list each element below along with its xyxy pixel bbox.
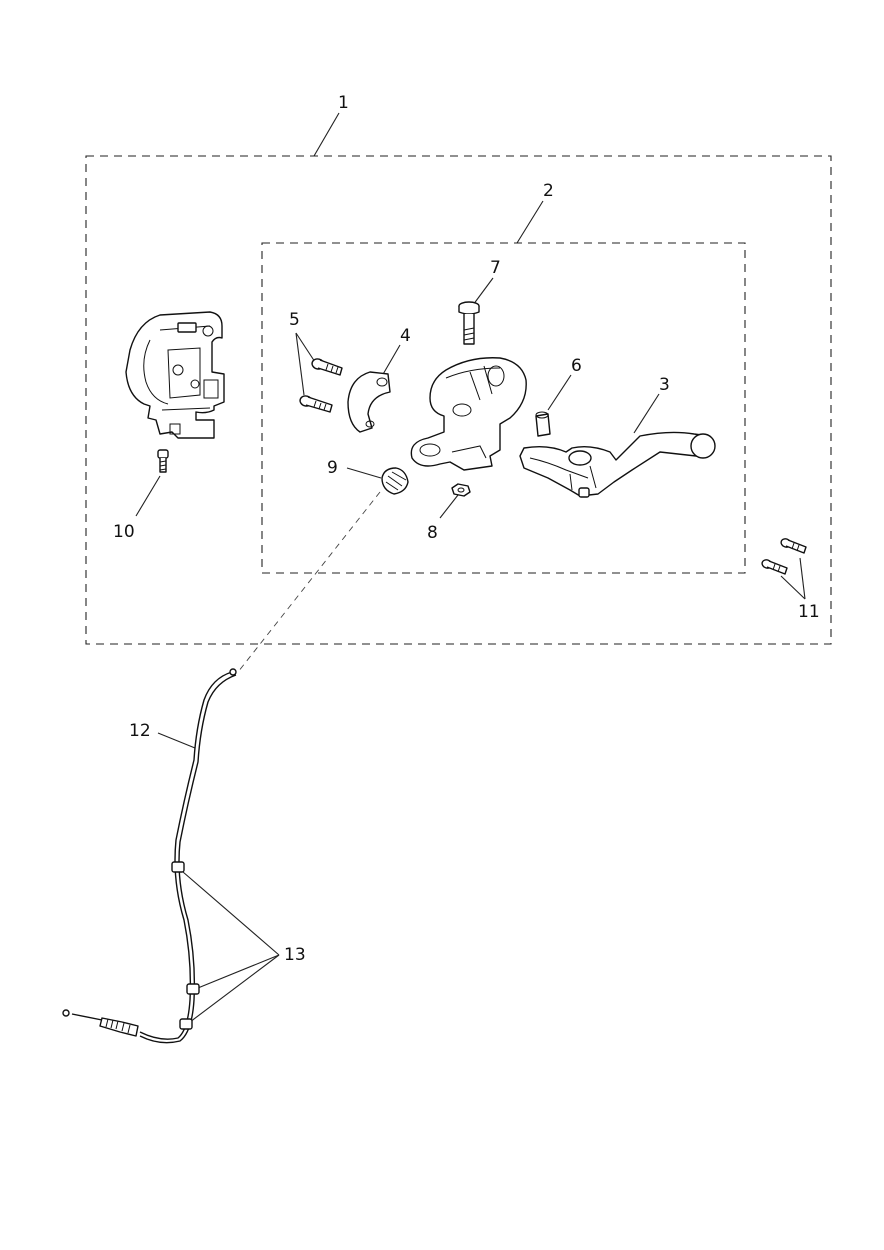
callout-8: 8 (427, 523, 438, 543)
sleeve-6-part (535, 411, 551, 437)
leader-lines (135, 112, 806, 1026)
callout-11: 11 (798, 602, 820, 622)
lever-3-part (519, 431, 716, 498)
callout-1: 1 (338, 93, 349, 113)
callout-13: 13 (284, 945, 306, 965)
screw-11-lower-part (761, 559, 788, 575)
assembly-2-outline (261, 242, 746, 574)
switch-housing-part (125, 311, 225, 439)
nut-8-part (451, 483, 471, 497)
callout-4: 4 (400, 326, 411, 346)
callout-2: 2 (543, 181, 554, 201)
callout-7: 7 (490, 258, 501, 278)
callout-12: 12 (129, 721, 151, 741)
callout-6: 6 (571, 356, 582, 376)
callout-10: 10 (113, 522, 135, 542)
callout-9: 9 (327, 458, 338, 478)
adjuster-9-part (381, 467, 409, 495)
clamp-4-part (347, 371, 391, 433)
callout-5: 5 (289, 310, 300, 330)
screw-5-lower-part (299, 395, 333, 413)
screw-11-upper-part (780, 538, 807, 554)
cable-connection-path (237, 491, 381, 673)
screw-5-upper-part (311, 358, 343, 376)
screw-10-part (157, 449, 169, 473)
cable-12-part (62, 668, 237, 1044)
bolt-7-part (458, 301, 480, 345)
callout-3: 3 (659, 375, 670, 395)
lever-bracket-body-part (410, 357, 527, 471)
